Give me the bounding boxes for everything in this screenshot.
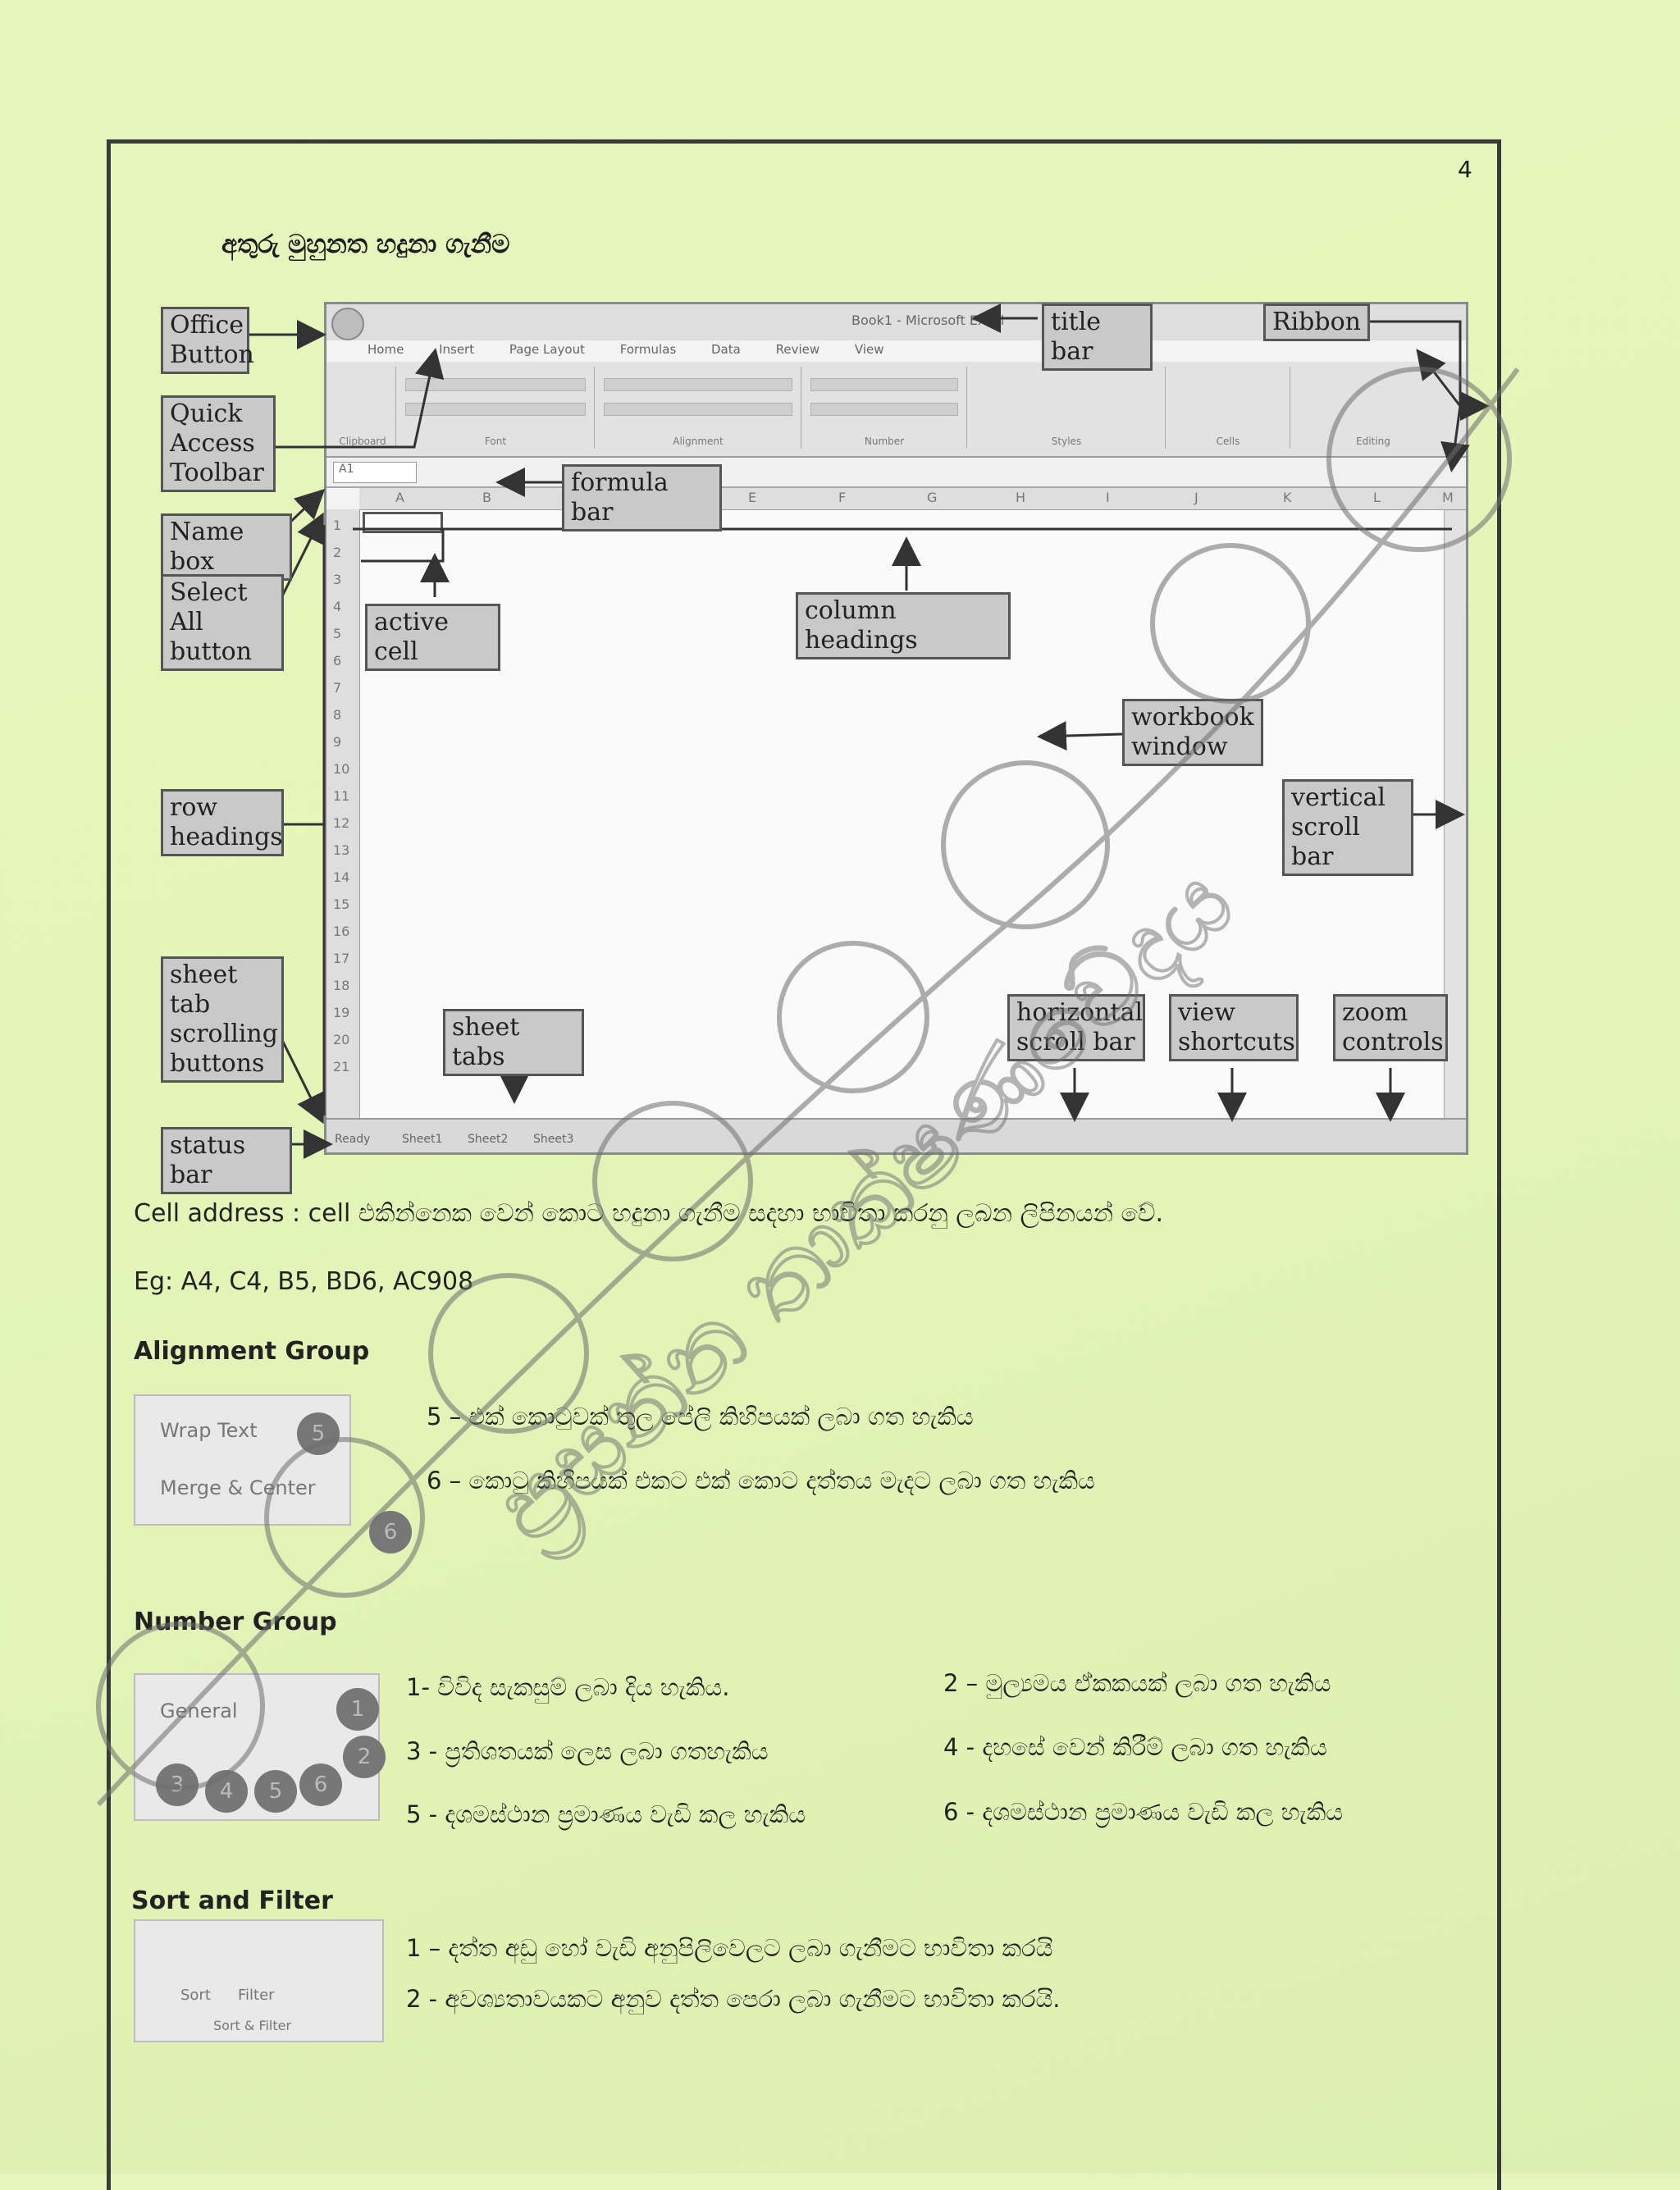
number-item-6: 6 - දශමස්ථාන ප්‍රමාණය වැඩි කල හැකිය <box>943 1798 1344 1826</box>
page-number: 4 <box>1458 156 1472 183</box>
callout-row-headings: row headings <box>161 789 284 856</box>
tab-insert: Insert <box>439 342 475 357</box>
marker-5: 5 <box>297 1412 340 1455</box>
sort-item-1: 1 – දත්ත අඩු හෝ වැඩි අනුපිලිවෙලට ලබා ගැන… <box>406 1934 1053 1962</box>
callout-sheet-tab-scrolling-buttons: sheet tab scrolling buttons <box>161 956 284 1083</box>
alignment-group-title: Alignment Group <box>134 1337 370 1366</box>
marker-2: 2 <box>343 1736 386 1778</box>
marker-5b: 5 <box>254 1770 297 1813</box>
callout-formula-bar: formula bar <box>562 464 722 532</box>
callout-ribbon: Ribbon <box>1263 303 1370 341</box>
number-item-5: 5 - දශමස්ථාන ප්‍රමාණය වැඩි කල හැකිය <box>406 1800 806 1828</box>
number-item-4: 4 - දහසේ වෙන් කිරීම් ලබා ගත හැකිය <box>943 1733 1327 1761</box>
marker-6b: 6 <box>299 1763 342 1806</box>
callout-vertical-scroll-bar: vertical scroll bar <box>1282 779 1413 876</box>
number-item-3: 3 - ප්‍රතිශතයක් ලෙස ලබා ගතහැකිය <box>406 1737 769 1765</box>
tab-review: Review <box>775 342 820 357</box>
marker-6: 6 <box>369 1511 412 1554</box>
number-item-2: 2 – මුල්‍යමය ඒකකයක් ලබා ගත හැකිය <box>943 1669 1331 1697</box>
alignment-item-5: 5 – එක් කොටුවක් තුල පේලි කිහිපයක් ලබා ගත… <box>427 1403 974 1430</box>
callout-sheet-tabs: sheet tabs <box>443 1009 584 1076</box>
callout-workbook-window: workbook window <box>1122 699 1263 766</box>
tab-page-layout: Page Layout <box>509 342 585 357</box>
callout-quick-access-toolbar: Quick Access Toolbar <box>161 395 276 492</box>
merge-center-label: Merge & Center <box>160 1476 316 1499</box>
office-button-icon <box>331 308 364 340</box>
callout-office-button: Office Button <box>161 307 254 374</box>
sort-filter-title: Sort and Filter <box>131 1887 333 1915</box>
number-group-title: Number Group <box>134 1608 337 1636</box>
cell-address-examples: Eg: A4, C4, B5, BD6, AC908 <box>134 1267 474 1296</box>
callout-name-box: Name box <box>161 513 292 581</box>
tab-home: Home <box>368 342 404 357</box>
tab-view: View <box>854 342 884 357</box>
callout-column-headings: column headings <box>796 592 1011 659</box>
excel-window-title: Book1 - Microsoft Excel <box>851 313 1005 328</box>
callout-active-cell: active cell <box>365 604 500 671</box>
callout-view-shortcuts: view shortcuts <box>1169 994 1299 1061</box>
marker-1: 1 <box>336 1688 379 1731</box>
callout-title-bar: title bar <box>1042 303 1153 371</box>
alignment-item-6: 6 – කොටු කිහිපයක් එකට එක් කොට දත්තය මැදට… <box>427 1467 1095 1494</box>
callout-horizontal-scroll-bar: horizontal scroll bar <box>1007 994 1145 1061</box>
excel-ribbon-tabs: Home Insert Page Layout Formulas Data Re… <box>368 342 915 357</box>
callout-select-all-button: Select All button <box>161 574 284 671</box>
wrap-text-label: Wrap Text <box>160 1419 258 1442</box>
tab-formulas: Formulas <box>619 342 677 357</box>
marker-3: 3 <box>156 1763 199 1806</box>
sort-item-2: 2 - අවශ්‍යතාවයකට අනුව දත්ත පෙරා ලබා ගැනී… <box>406 1985 1061 2013</box>
section-heading: අතුරු මුහුනත හදුනා ගැනීම <box>221 230 510 259</box>
tab-data: Data <box>711 342 741 357</box>
cell-address-definition: Cell address : cell එකින්නෙක වෙන් කොට හද… <box>134 1199 1164 1228</box>
marker-4: 4 <box>205 1770 248 1813</box>
number-item-1: 1- විවිද සැකසුම් ලබා දිය හැකිය. <box>406 1673 730 1701</box>
callout-zoom-controls: zoom controls <box>1333 994 1448 1061</box>
sort-filter-mock: Sort Filter Sort & Filter <box>134 1919 384 2042</box>
callout-status-bar: status bar <box>161 1127 292 1194</box>
